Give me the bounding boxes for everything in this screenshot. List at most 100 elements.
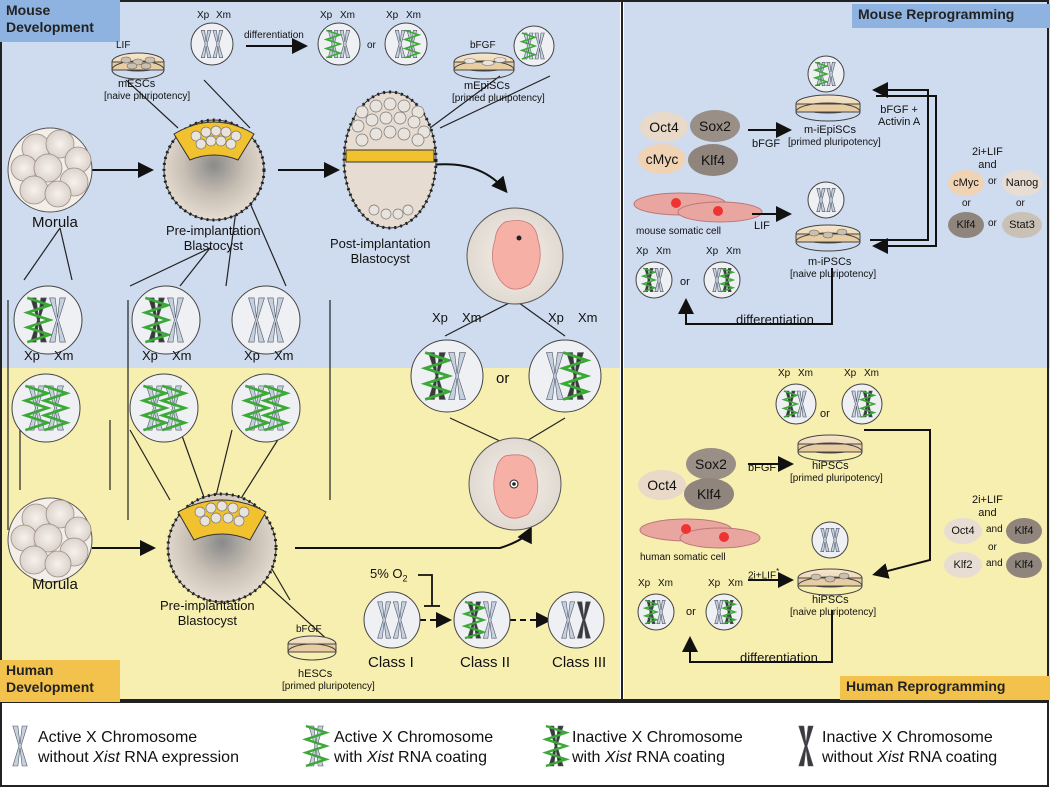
hipscs-naive-state: [naive pluripotency] — [790, 607, 877, 618]
human-development-label: Human Development — [0, 660, 120, 702]
and-combo-2: and — [986, 558, 1003, 569]
or-hipsc-top: or — [820, 408, 830, 420]
mouse-somatic-label: mouse somatic cell — [636, 226, 722, 237]
human-reprogramming-label: Human Reprogramming — [840, 676, 1050, 700]
or-combo-2: or — [962, 198, 971, 209]
combo-stat3: Stat3 — [1002, 212, 1042, 238]
activin-label: bFGF + Activin A — [878, 104, 921, 128]
human-somatic-label: human somatic cell — [640, 552, 726, 563]
combo-cmyc: cMyc — [948, 170, 984, 196]
xm-hr-3: Xm — [658, 578, 673, 589]
blastocyst-mouse-post — [342, 90, 438, 230]
factor-sox2-mouse: Sox2 — [690, 110, 740, 142]
xm-mr-2: Xm — [726, 246, 741, 257]
or-combo-4: or — [988, 218, 997, 229]
mouse-development-label: Mouse Development — [0, 0, 120, 42]
xm-hr-4: Xm — [728, 578, 743, 589]
hipscs-primed-state: [primed pluripotency] — [790, 473, 883, 484]
pre-impl-human-label: Pre-implantation Blastocyst — [160, 598, 255, 628]
xm-hr-1: Xm — [798, 368, 813, 379]
lif-reprog-mouse: LIF — [754, 220, 770, 232]
xp-hr-2: Xp — [844, 368, 857, 379]
differentiation-label-mouse: differentiation — [244, 30, 304, 41]
mouse-reprogramming-label: Mouse Reprogramming — [852, 4, 1050, 28]
hipscs-primed-label: hiPSCs — [812, 460, 849, 472]
xm-label-d2: Xm — [406, 10, 421, 21]
diagram-svg — [7, 38, 937, 663]
combo-klf2-human: Klf2 — [944, 552, 982, 578]
xp-label-3: Xp — [244, 348, 260, 363]
embryo-human — [468, 437, 562, 531]
morula-human — [7, 497, 93, 583]
or-combo-1: or — [988, 176, 997, 187]
factor-oct4-human: Oct4 — [638, 470, 686, 500]
combo-klf4: Klf4 — [948, 212, 984, 238]
dish-miepiscs — [795, 94, 861, 122]
mepiscs-state: [primed pluripotency] — [452, 93, 545, 104]
combo-title-human: 2i+LIF and — [972, 494, 1003, 519]
or-diff-human: or — [686, 606, 696, 618]
bfgf-label-human: bFGF — [296, 624, 322, 635]
xp-hr-4: Xp — [708, 578, 721, 589]
dish-hescs — [287, 635, 337, 661]
xp-mr-1: Xp — [636, 246, 649, 257]
xp-label-mesc: Xp — [197, 10, 210, 21]
bfgf-reprog-human: bFGF — [748, 462, 777, 474]
combo-title-mouse: 2i+LIF and — [972, 146, 1003, 171]
hescs-state: [primed pluripotency] — [282, 681, 375, 692]
xp-hr-3: Xp — [638, 578, 651, 589]
mouse-somatic-cells — [633, 192, 763, 223]
morula-mouse-label: Morula — [32, 214, 78, 231]
xm-label-5: Xm — [578, 310, 598, 325]
or-label-embryo: or — [496, 370, 510, 387]
class2-label: Class II — [460, 654, 511, 671]
dish-hipscs-primed — [797, 434, 863, 462]
embryo-mouse — [466, 207, 564, 305]
pre-impl-mouse-label: Pre-implantation Blastocyst — [166, 223, 261, 253]
dish-mepiscs — [453, 52, 515, 80]
xp-label-5: Xp — [548, 310, 564, 325]
or-combo-3: or — [1016, 198, 1025, 209]
o2-label: 5% O2 — [370, 566, 408, 584]
human-somatic-cells — [639, 518, 761, 549]
xp-hr-1: Xp — [778, 368, 791, 379]
xp-label-4: Xp — [432, 310, 448, 325]
dish-mescs — [111, 52, 165, 80]
bfgf-label-mouse: bFGF — [470, 40, 496, 51]
xm-label-4: Xm — [462, 310, 482, 325]
blastocyst-human — [166, 492, 278, 604]
factor-sox2-human: Sox2 — [686, 448, 736, 480]
bfgf-reprog-mouse: bFGF — [752, 138, 781, 150]
mescs-label: mESCs — [118, 78, 156, 90]
combo-nanog: Nanog — [1002, 170, 1042, 196]
xp-mr-2: Xp — [706, 246, 719, 257]
factor-klf4-human: Klf4 — [684, 478, 734, 510]
xm-hr-2: Xm — [864, 368, 879, 379]
class1-label: Class I — [368, 654, 414, 671]
hescs-label: hESCs — [298, 668, 333, 680]
or-combo-human: or — [988, 542, 997, 553]
xp-label-d1: Xp — [320, 10, 333, 21]
combo-klf4-human-1: Klf4 — [1006, 518, 1042, 544]
lif-reprog-human: 2i+LIF* — [748, 567, 780, 582]
xm-mr-1: Xm — [656, 246, 671, 257]
dish-mipscs — [795, 224, 861, 252]
or-diff-mouse: or — [680, 276, 690, 288]
miepiscs-label: m-iEpiSCs — [804, 124, 856, 136]
post-impl-mouse-label: Post-implantation Blastocyst — [330, 236, 431, 266]
factor-klf4-mouse: Klf4 — [688, 144, 738, 176]
xm-label-mesc: Xm — [216, 10, 231, 21]
xm-label-3: Xm — [274, 348, 294, 363]
miepiscs-state: [primed pluripotency] — [788, 137, 881, 148]
or-label-mouse: or — [367, 40, 376, 51]
xm-label-d1: Xm — [340, 10, 355, 21]
xm-label-1: Xm — [54, 348, 74, 363]
factor-oct4-mouse: Oct4 — [640, 112, 688, 142]
dish-hipscs-naive — [797, 568, 863, 596]
morula-mouse — [7, 127, 93, 213]
class3-label: Class III — [552, 654, 607, 671]
blastocyst-mouse-pre — [162, 118, 266, 222]
